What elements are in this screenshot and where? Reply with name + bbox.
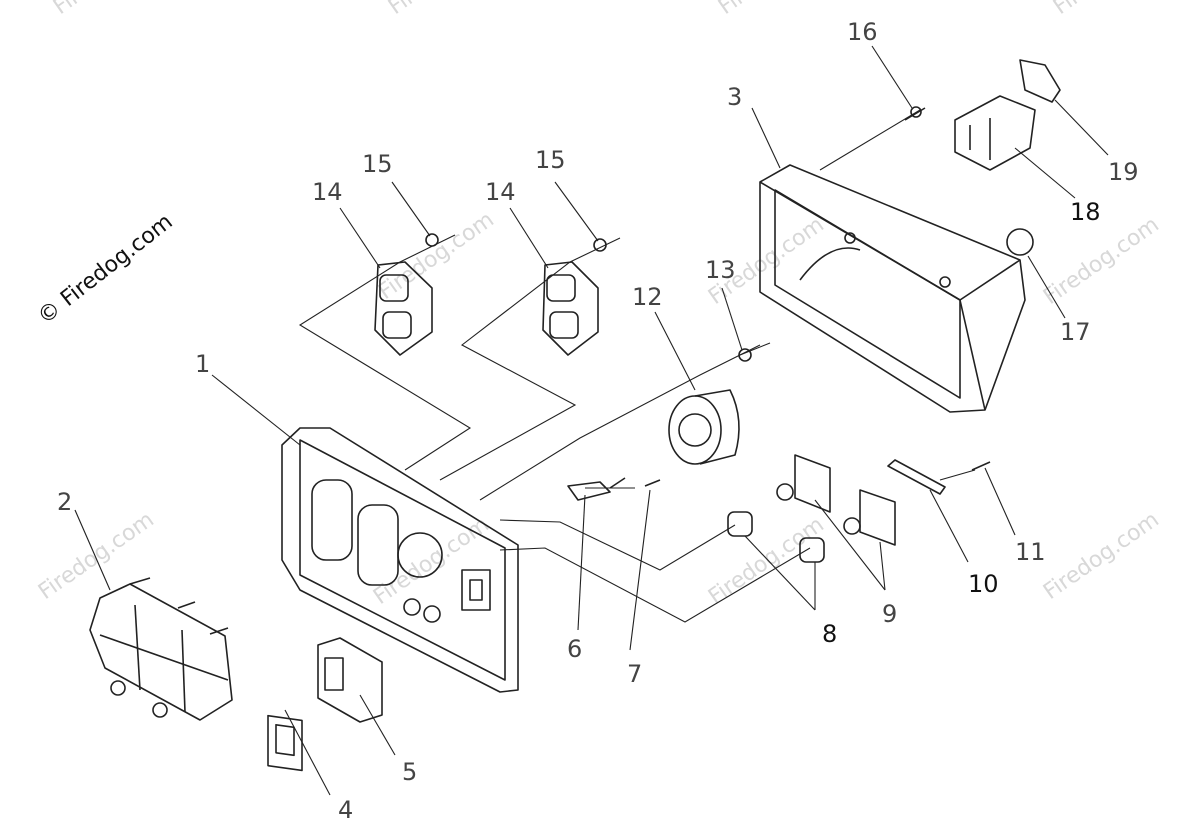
callout-13: 13	[705, 256, 736, 284]
callout-15-left: 15	[362, 150, 393, 178]
knobs	[727, 511, 825, 563]
watermark-text: Firedog.com	[714, 0, 839, 20]
callout-10: 10	[968, 570, 999, 598]
watermark-text: Firedog.com	[374, 207, 499, 305]
callout-5: 5	[402, 758, 417, 786]
grommet-17	[1006, 228, 1034, 256]
circuit-breakers	[776, 454, 896, 546]
guide-line	[499, 519, 736, 571]
guide-line	[819, 109, 921, 171]
guide-line	[499, 547, 811, 623]
nut-15-right	[593, 238, 607, 252]
pin-assembly	[567, 477, 661, 501]
callout-15-right: 15	[535, 146, 566, 174]
jumper-strip	[1019, 59, 1061, 103]
rear-box	[759, 164, 1026, 413]
callout-labels: 1 2 3 4 5 6 7 8 9 10 11 12 13 14 14 15 1…	[57, 18, 1139, 824]
watermark-text: Firedog.com	[369, 512, 494, 610]
bolt-16	[904, 106, 926, 121]
callout-14-right: 14	[485, 178, 516, 206]
nut-13	[738, 348, 752, 362]
callout-17: 17	[1060, 318, 1091, 346]
callout-12: 12	[632, 283, 663, 311]
leader-lines	[298, 109, 976, 623]
switch-housing	[317, 637, 383, 723]
callout-11: 11	[1015, 538, 1046, 566]
callout-1: 1	[195, 350, 210, 378]
guide-line	[939, 469, 976, 481]
guide-line	[298, 234, 472, 471]
guide-line	[479, 344, 761, 501]
callout-9: 9	[882, 600, 897, 628]
rocker-switch	[267, 714, 303, 772]
watermark-text: Firedog.com	[1039, 212, 1164, 310]
watermark-text: Firedog.com	[384, 0, 509, 20]
callout-14-left: 14	[312, 178, 343, 206]
cover-plate	[89, 577, 233, 721]
callout-3: 3	[727, 83, 742, 111]
nut-15-left	[425, 233, 439, 247]
watermark-text: Firedog.com	[49, 0, 174, 20]
terminal-block	[954, 95, 1036, 171]
twist-lock-receptacle	[668, 389, 740, 465]
front-panel	[281, 427, 519, 693]
guide-line	[439, 237, 621, 481]
callout-8: 8	[822, 620, 837, 648]
watermark-text: Firedog.com	[1049, 0, 1174, 20]
callout-4: 4	[338, 796, 353, 824]
brand-text: © Firedog.com	[33, 209, 177, 329]
callout-19: 19	[1108, 158, 1139, 186]
watermark-text: Firedog.com	[704, 512, 829, 610]
metal-bar	[887, 459, 946, 495]
guide-line	[739, 342, 771, 356]
duplex-outlet-right	[542, 261, 599, 356]
callout-6: 6	[567, 635, 582, 663]
watermark-text: Firedog.com	[1039, 507, 1164, 605]
callout-2: 2	[57, 488, 72, 516]
small-screw	[971, 461, 991, 471]
callout-16: 16	[847, 18, 878, 46]
callout-leaders	[74, 45, 1109, 796]
callout-18: 18	[1070, 198, 1101, 226]
watermarks: Firedog.com Firedog.com Firedog.com Fire…	[34, 0, 1174, 610]
duplex-outlet-left	[374, 261, 433, 356]
callout-7: 7	[627, 660, 642, 688]
